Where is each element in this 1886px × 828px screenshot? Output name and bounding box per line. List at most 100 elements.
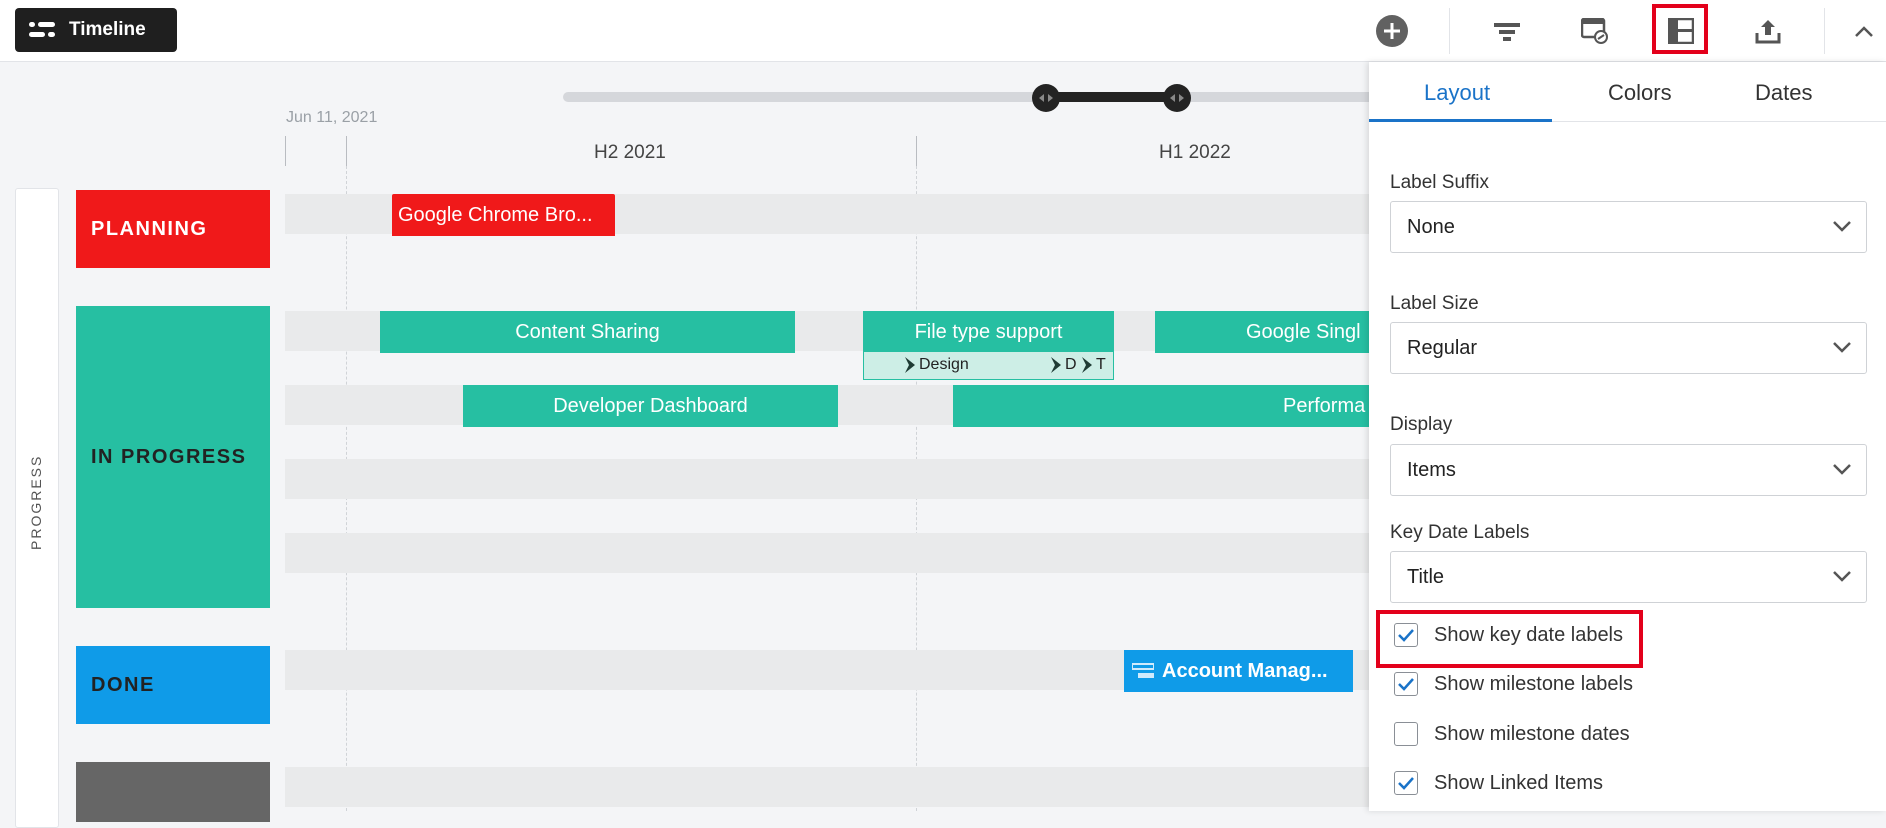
header-divider <box>916 136 917 166</box>
item-developer-dashboard[interactable]: Developer Dashboard <box>463 385 838 427</box>
chevron-right-icon <box>1082 357 1092 373</box>
item-phases-bar[interactable]: Design D T <box>863 352 1114 380</box>
item-file-type-support[interactable]: File type support <box>863 311 1114 353</box>
group-done[interactable]: DONE <box>76 646 270 724</box>
item-label: Content Sharing <box>515 320 660 343</box>
item-label: Google Singl <box>1246 320 1361 343</box>
group-other[interactable] <box>76 762 270 822</box>
header-divider <box>346 136 347 166</box>
item-label: Account Manag... <box>1162 659 1328 682</box>
tab-dates[interactable]: Dates <box>1755 80 1813 105</box>
zoom-slider-range[interactable] <box>1046 92 1178 102</box>
chevron-up-icon <box>1855 26 1873 37</box>
header-divider <box>285 136 286 166</box>
chevron-down-icon <box>1833 571 1851 582</box>
export-button[interactable] <box>1747 10 1789 52</box>
show-key-date-labels-checkbox[interactable] <box>1394 623 1418 647</box>
phase-d[interactable]: D <box>1050 356 1077 374</box>
phase-t[interactable]: T <box>1081 356 1106 374</box>
timeline-view-label: Timeline <box>69 19 146 40</box>
checkmark-icon <box>1398 678 1414 691</box>
checkbox-label: Show milestone dates <box>1434 722 1630 745</box>
item-label: Performa <box>1283 394 1366 417</box>
phase-label: Design <box>919 356 969 373</box>
display-label: Display <box>1390 414 1453 435</box>
swimlane-field-label: PROGRESS <box>28 454 44 550</box>
show-linked-items-option[interactable]: Show Linked Items <box>1394 771 1603 795</box>
checkbox-label: Show milestone labels <box>1434 672 1633 695</box>
group-planning[interactable]: PLANNING <box>76 190 270 268</box>
phase-design[interactable]: Design <box>904 356 969 374</box>
item-content-sharing[interactable]: Content Sharing <box>380 311 795 353</box>
active-tab-indicator <box>1369 119 1552 122</box>
show-key-date-labels-option[interactable]: Show key date labels <box>1394 623 1623 647</box>
layout-panel-icon <box>1668 18 1694 44</box>
key-date-labels-label: Key Date Labels <box>1390 522 1530 543</box>
select-value: Items <box>1407 458 1456 481</box>
chevron-down-icon <box>1833 221 1851 232</box>
show-milestone-dates-option[interactable]: Show milestone dates <box>1394 722 1630 746</box>
filter-button[interactable] <box>1486 10 1528 52</box>
select-value: Regular <box>1407 336 1478 359</box>
show-linked-items-checkbox[interactable] <box>1394 771 1418 795</box>
item-google-chrome-browser[interactable]: Google Chrome Bro... <box>392 194 615 236</box>
swimlane-header-strip <box>15 188 59 828</box>
group-label: PLANNING <box>91 217 208 240</box>
phase-label: T <box>1096 356 1106 373</box>
show-milestone-labels-option[interactable]: Show milestone labels <box>1394 672 1633 696</box>
show-milestone-dates-checkbox[interactable] <box>1394 722 1418 746</box>
filter-icon <box>1494 23 1520 41</box>
display-select[interactable]: Items <box>1390 444 1867 496</box>
group-label: IN PROGRESS <box>91 445 247 468</box>
period-label-h2-2021: H2 2021 <box>594 142 666 163</box>
checkmark-icon <box>1398 777 1414 790</box>
zoom-slider-start-handle[interactable] <box>1032 84 1060 112</box>
label-size-select[interactable]: Regular <box>1390 322 1867 374</box>
label-suffix-select[interactable]: None <box>1390 201 1867 253</box>
chevron-right-icon <box>1051 357 1061 373</box>
arrows-horizontal-icon <box>1170 94 1184 102</box>
checkmark-icon <box>1398 629 1414 642</box>
add-item-button[interactable] <box>1371 10 1413 52</box>
window-link-icon <box>1581 18 1608 44</box>
layout-button[interactable] <box>1660 10 1702 52</box>
item-google-single-sign-on[interactable]: Google Singl <box>1155 311 1405 353</box>
show-milestone-labels-checkbox[interactable] <box>1394 672 1418 696</box>
toolbar-separator <box>1824 8 1825 54</box>
timeline-lane <box>285 459 1370 499</box>
item-label: Developer Dashboard <box>553 394 748 417</box>
period-label-h1-2022: H1 2022 <box>1159 142 1231 163</box>
group-label: DONE <box>91 673 155 696</box>
highlight-layout-button <box>1652 4 1708 54</box>
select-value: Title <box>1407 565 1445 588</box>
zoom-slider-track[interactable] <box>563 92 1383 102</box>
collapse-button[interactable] <box>1843 10 1885 52</box>
panel-tabs: Layout Colors Dates <box>1369 62 1886 122</box>
zoom-slider-end-handle[interactable] <box>1163 84 1191 112</box>
group-in-progress[interactable]: IN PROGRESS <box>76 306 270 608</box>
item-label: Google Chrome Bro... <box>398 203 593 226</box>
item-label: File type support <box>914 320 1063 343</box>
timeline-start-date: Jun 11, 2021 <box>286 109 378 126</box>
label-size-label: Label Size <box>1390 293 1479 314</box>
item-account-management[interactable]: Account Manag... <box>1124 650 1353 692</box>
key-date-labels-select[interactable]: Title <box>1390 551 1867 603</box>
select-value: None <box>1407 215 1455 238</box>
timeline-icon <box>29 22 55 37</box>
item-performance[interactable]: Performa <box>953 385 1403 427</box>
highlight-show-key-date-labels <box>1376 610 1643 668</box>
tab-colors[interactable]: Colors <box>1608 80 1672 105</box>
link-settings-button[interactable] <box>1574 10 1616 52</box>
upload-icon <box>1755 20 1781 44</box>
phase-label: D <box>1065 356 1077 373</box>
timeline-view-button[interactable]: Timeline <box>15 8 177 52</box>
timeline-lane <box>285 767 1370 807</box>
tab-layout[interactable]: Layout <box>1424 80 1491 105</box>
chevron-down-icon <box>1833 464 1851 475</box>
chevron-down-icon <box>1833 342 1851 353</box>
checkbox-label: Show Linked Items <box>1434 771 1603 794</box>
toolbar-separator <box>1449 8 1450 54</box>
checkbox-label: Show key date labels <box>1434 623 1624 646</box>
plus-circle-icon <box>1376 15 1408 47</box>
layout-settings-panel: Layout Colors Dates Label Suffix None La… <box>1369 62 1886 811</box>
